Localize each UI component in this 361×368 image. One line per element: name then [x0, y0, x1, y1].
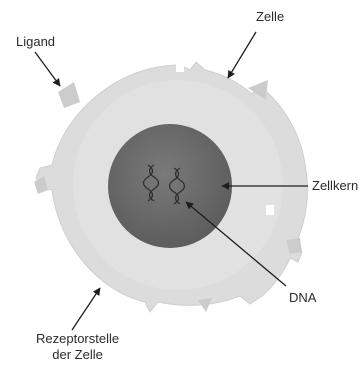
receptor-arrow	[71, 287, 101, 331]
receptor-label-line2: der Zelle	[52, 347, 103, 362]
receptor-site	[266, 205, 274, 215]
cell-arrow	[227, 31, 257, 79]
dna-label: DNA	[289, 290, 317, 305]
dna-strand	[168, 167, 186, 205]
ligand-arrow	[34, 51, 61, 87]
receptor-site	[176, 62, 184, 72]
ligand-shape	[198, 298, 212, 312]
ligand-shape	[286, 238, 302, 254]
cell-label: Zelle	[256, 9, 285, 24]
ligand-shape	[58, 82, 80, 108]
receptor-label-line1: Rezeptorstelle	[36, 331, 120, 346]
receptor-label: Rezeptorstelle der Zelle	[36, 331, 119, 363]
nucleus-label: Zellkern	[312, 178, 359, 193]
ligand-shape	[248, 80, 268, 100]
dna-arrow	[185, 201, 287, 287]
ligand-shape	[34, 176, 48, 194]
dna-strand	[142, 164, 160, 202]
ligand-label: Ligand	[16, 34, 56, 49]
